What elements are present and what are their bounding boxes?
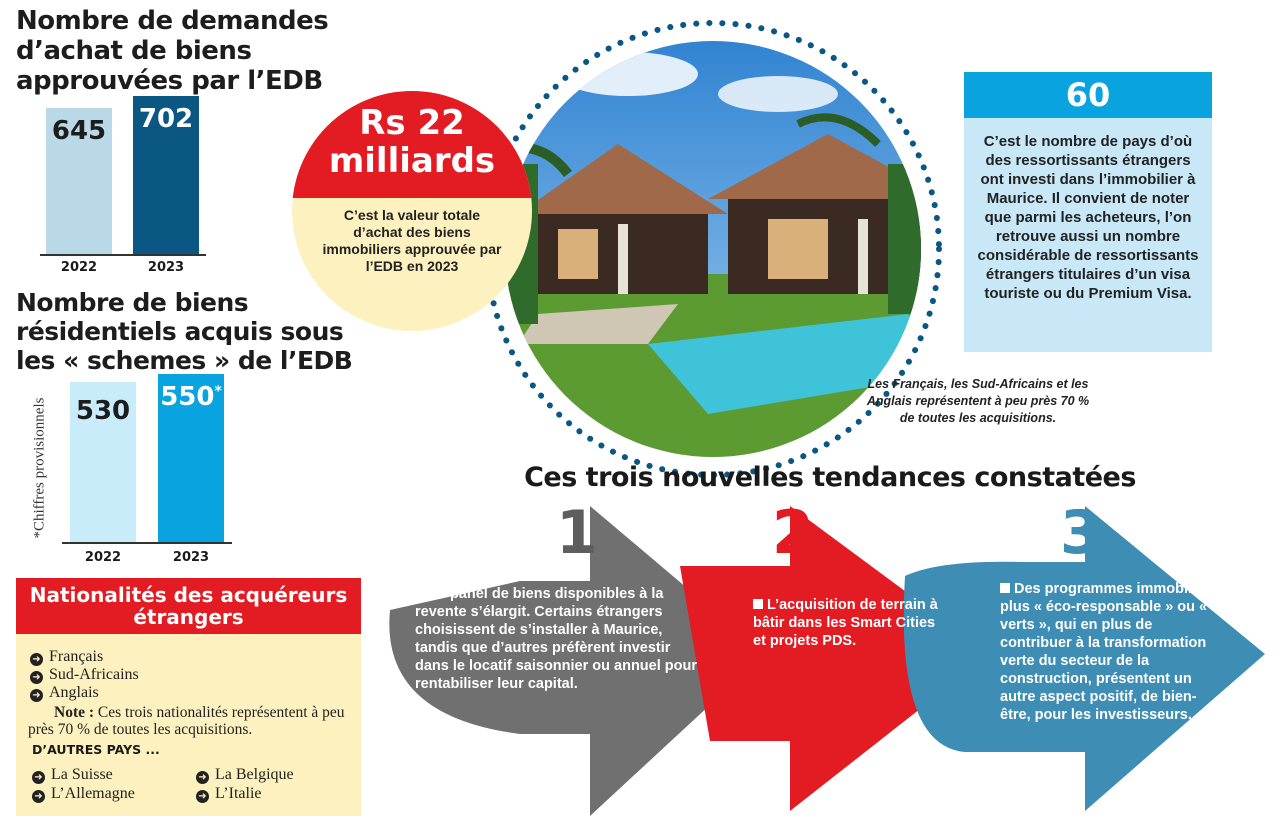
other-country-label: L’Allemagne <box>51 785 135 802</box>
note-label: Note : <box>54 704 95 721</box>
nationality-label: Anglais <box>49 684 99 701</box>
nationalities-box: Nationalités des acquéreurs étrangers ➜ F… <box>16 578 361 816</box>
arrow-circle-icon: ➜ <box>32 790 45 803</box>
other-country-label: L’Italie <box>215 785 262 802</box>
chart2-bar-2023: 550* <box>158 374 224 542</box>
trend-text-2-content: L’acquisition de terrain à bâtir dans le… <box>753 597 938 649</box>
photo-caption: Les Français, les Sud-Africains et les A… <box>866 377 1090 425</box>
trends-title: Ces trois nouvelles tendances constatées <box>524 462 1136 493</box>
other-country-label: La Suisse <box>51 766 113 783</box>
square-bullet-icon <box>1000 583 1010 593</box>
arrow-circle-icon: ➜ <box>30 671 43 684</box>
nationality-item: ➜ Anglais <box>30 684 99 702</box>
chart2-value-2023-number: 550 <box>160 382 215 412</box>
total-value-amount-line2: milliards <box>328 141 496 181</box>
trend-text-3: Des programmes immobiliers plus « éco-re… <box>1000 580 1218 724</box>
countries-text: C’est le nombre de pays d’où des ressort… <box>977 133 1199 302</box>
arrow-circle-icon: ➜ <box>30 653 43 666</box>
other-country: ➜ La Suisse <box>32 766 113 784</box>
chart2-title: Nombre de biens résidentiels acquis sous… <box>16 288 353 375</box>
trend-number-2: 2 <box>772 498 814 568</box>
nationalities-note: Note : Ces trois nationalités représente… <box>28 704 358 738</box>
nationality-item: ➜ Français <box>30 648 103 666</box>
chart1-bar-2023: 702 <box>133 96 199 254</box>
chart1-baseline <box>40 254 206 256</box>
nationalities-title: Nationalités des acquéreurs étrangers <box>16 578 361 634</box>
arrow-circle-icon: ➜ <box>196 790 209 803</box>
chart2-footnote: *Chiffres provisionnels <box>31 397 48 539</box>
chart2-label-2022: 2022 <box>84 550 122 565</box>
chart1-bar-2022: 645 <box>46 108 112 254</box>
chart2-baseline <box>62 542 232 544</box>
chart1-title: Nombre de demandes d’achat de biens appr… <box>16 6 329 96</box>
chart1-value-2023: 702 <box>138 104 194 134</box>
nationality-label: Français <box>49 648 104 665</box>
chart2-value-2022: 530 <box>75 396 131 426</box>
nationality-label: Sud-Africains <box>49 666 139 683</box>
total-value-amount-line1: Rs 22 <box>359 103 465 143</box>
arrow-circle-icon: ➜ <box>32 771 45 784</box>
chart2-asterisk: * <box>214 383 222 400</box>
arrow-circle-icon: ➜ <box>196 771 209 784</box>
trend-text-3-content: Des programmes immobiliers plus « éco-re… <box>1000 581 1218 723</box>
other-country: ➜ L’Italie <box>196 785 262 803</box>
chart1-value-2022: 645 <box>51 116 107 146</box>
chart2-value-2023: 550* <box>158 382 224 412</box>
trend-number-3: 3 <box>1060 498 1102 568</box>
other-country: ➜ La Belgique <box>196 766 294 784</box>
chart2-bar-2022: 530 <box>70 382 136 542</box>
trend-text-1-content: Le panel de biens disponibles à la reven… <box>415 586 697 692</box>
countries-box: 60 C’est le nombre de pays d’où des ress… <box>964 72 1212 352</box>
trend-text-1: Le panel de biens disponibles à la reven… <box>415 585 705 693</box>
total-value-header: Rs 22 milliards <box>292 91 532 198</box>
chart1-label-2022: 2022 <box>60 260 98 275</box>
chart1-label-2023: 2023 <box>147 260 185 275</box>
note-text: Ces trois nationalités représentent à pe… <box>28 704 345 738</box>
others-title: D’AUTRES PAYS ... <box>32 742 160 757</box>
countries-number: 60 <box>964 72 1212 118</box>
trend-text-2: L’acquisition de terrain à bâtir dans le… <box>753 596 938 650</box>
chart2-label-2023: 2023 <box>172 550 210 565</box>
trend-number-1: 1 <box>556 498 598 568</box>
square-bullet-icon <box>753 599 763 609</box>
square-bullet-icon <box>415 588 425 598</box>
total-value-circle: Rs 22 milliards C’est la valeur totale d… <box>292 91 532 331</box>
total-value-caption: C’est la valeur totale d’achat des biens… <box>322 207 502 274</box>
other-country-label: La Belgique <box>215 766 294 783</box>
arrow-circle-icon: ➜ <box>30 689 43 702</box>
trend-arrows <box>389 506 1265 816</box>
nationality-item: ➜ Sud-Africains <box>30 666 139 684</box>
other-country: ➜ L’Allemagne <box>32 785 135 803</box>
